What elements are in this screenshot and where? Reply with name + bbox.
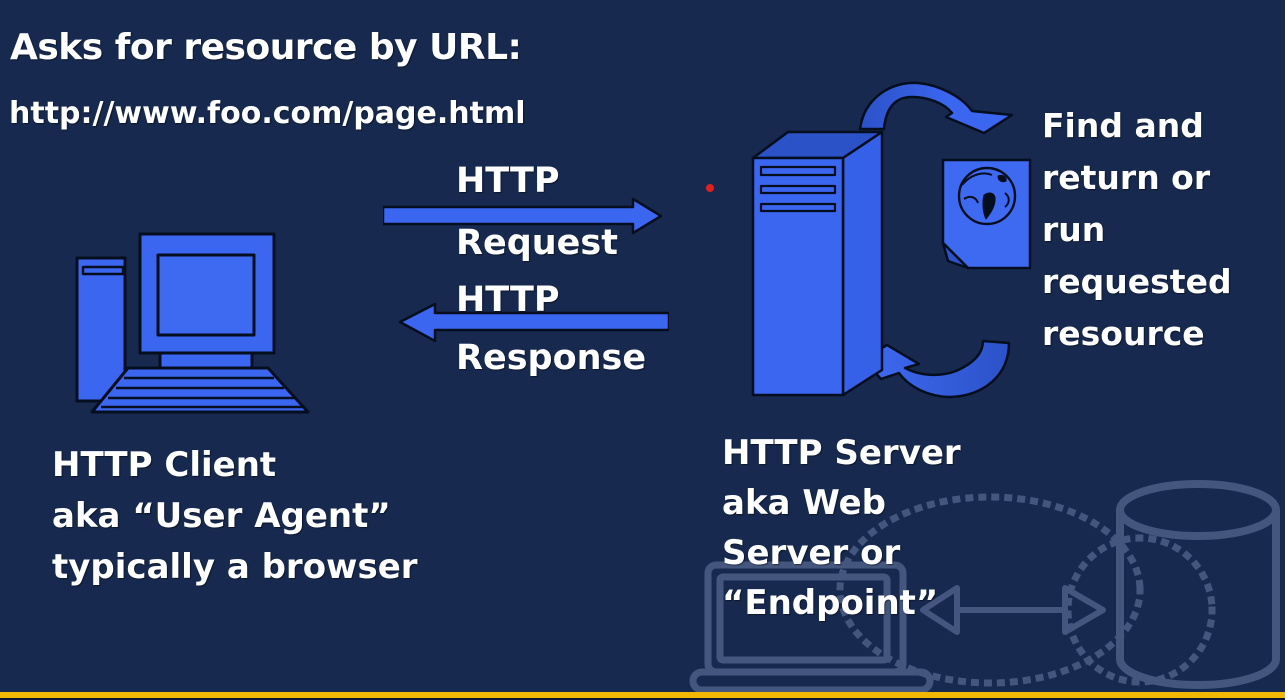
server-caption-line: “Endpoint” — [722, 583, 939, 623]
slide-bottom-edge — [0, 698, 1285, 700]
client-caption-line: aka “User Agent” — [52, 496, 391, 536]
resource-note-line: requested — [1042, 262, 1232, 301]
red-dot-marker — [706, 184, 714, 192]
server-slot — [759, 202, 837, 213]
client-keyboard — [90, 366, 310, 414]
slide-bottom-accent-bar — [0, 692, 1285, 698]
double-headed-arrow-icon — [920, 585, 1106, 635]
resource-note-line: Find and — [1042, 106, 1204, 145]
dashed-circle-decoration — [836, 493, 1216, 687]
http-response-arrow-icon — [398, 302, 669, 343]
server-caption-line: HTTP Server — [722, 433, 961, 473]
http-request-label-line1: HTTP — [456, 161, 560, 201]
laptop-outline-icon — [689, 561, 934, 694]
cycle-arrow-top-icon — [858, 81, 1014, 135]
resource-note-line: resource — [1042, 314, 1205, 353]
client-tower-slot — [81, 265, 125, 276]
http-request-arrow-icon — [383, 197, 663, 235]
server-caption-line: aka Web — [722, 483, 887, 523]
resource-note: Find and return or run requested resourc… — [1042, 100, 1232, 360]
background-decoration — [689, 480, 1280, 694]
client-caption-line: HTTP Client — [52, 445, 277, 485]
resource-note-line: run — [1042, 210, 1106, 249]
server-slot — [759, 184, 837, 195]
client-caption: HTTP Client aka “User Agent” typically a… — [52, 440, 418, 593]
database-cylinder-icon — [1116, 480, 1280, 689]
server-group-art — [751, 81, 1032, 399]
desktop-computer-icon — [75, 232, 310, 414]
server-caption: HTTP Server aka Web Server or “Endpoint” — [722, 428, 961, 628]
client-caption-line: typically a browser — [52, 547, 418, 587]
server-slot — [759, 165, 837, 177]
server-caption-line: Server or — [722, 533, 901, 573]
page-title: Asks for resource by URL: — [10, 27, 522, 68]
http-response-label-line2: Response — [456, 338, 647, 378]
document-globe-icon — [941, 158, 1032, 270]
request-url-text: http://www.foo.com/page.html — [9, 96, 526, 131]
cycle-arrow-bottom-icon — [861, 339, 1011, 399]
http-request-label-line2: Request — [456, 223, 618, 263]
resource-note-line: return or — [1042, 158, 1211, 197]
server-tower-icon — [751, 130, 884, 397]
client-screen — [156, 253, 256, 337]
